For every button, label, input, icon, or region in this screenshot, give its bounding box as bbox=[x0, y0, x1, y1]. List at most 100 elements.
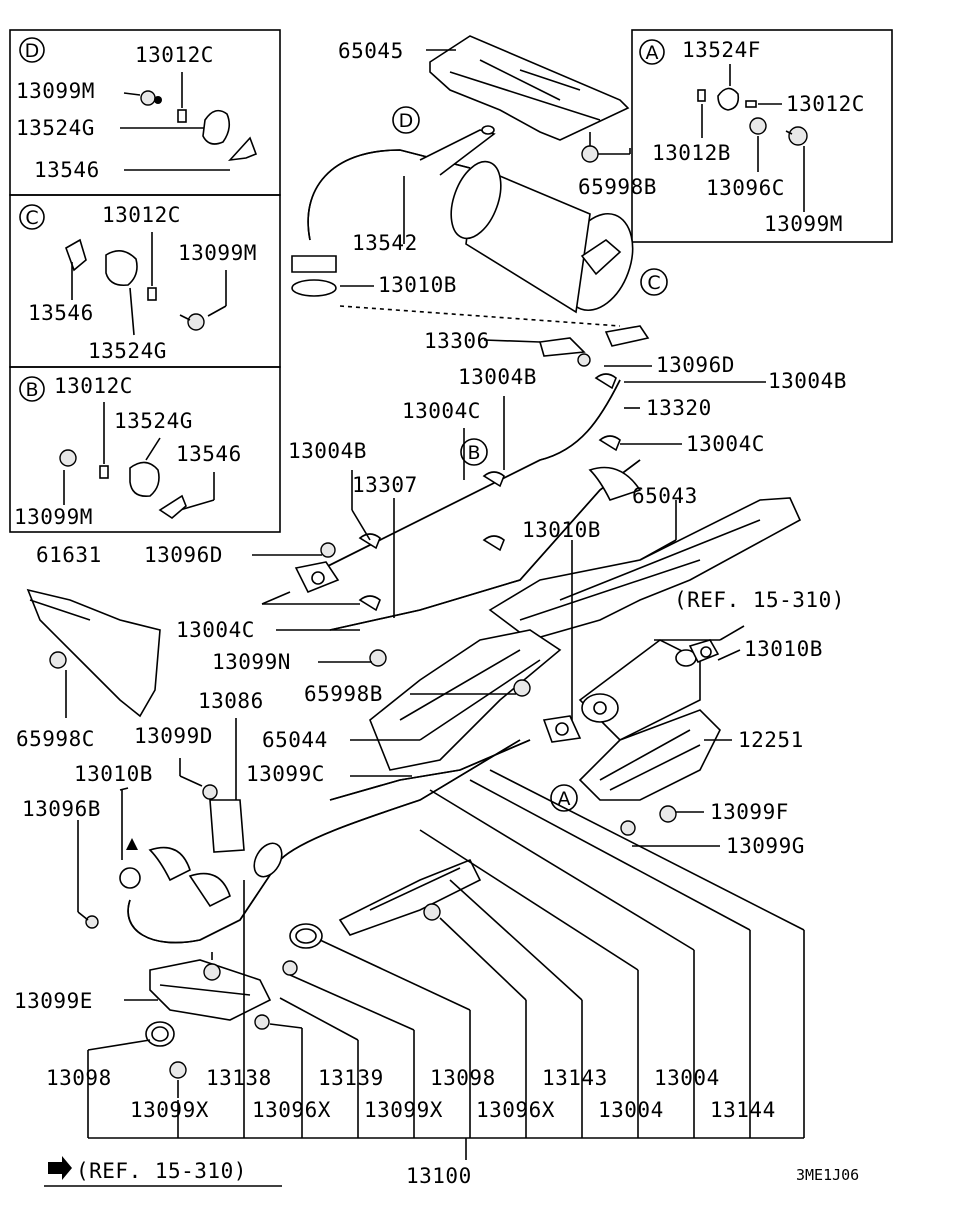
callout-labels: 65045 65998B 13542 13010B 13306 13096D 1… bbox=[14, 39, 847, 1013]
assembly-bracket bbox=[44, 769, 805, 1187]
label-ref-bottom: (REF. 15-310) bbox=[76, 1159, 247, 1183]
label-assembly-13100: 13100 bbox=[406, 1164, 472, 1188]
label-13144: 13144 bbox=[710, 1098, 776, 1122]
label-13099n: 13099N bbox=[212, 650, 291, 674]
detail-c-13524g: 13524G bbox=[88, 339, 167, 363]
hangers-13004 bbox=[358, 373, 621, 612]
label-ref-right: (REF. 15-310) bbox=[674, 588, 845, 612]
label-13004b-left: 13004B bbox=[288, 439, 367, 463]
pipe-center bbox=[329, 459, 642, 631]
label-12251: 12251 bbox=[738, 728, 804, 752]
arrow-right-icon bbox=[48, 1156, 72, 1180]
detail-box-c: C 13012C 13099M 13546 13524G bbox=[9, 194, 281, 368]
heat-shield-12251 bbox=[578, 709, 721, 801]
label-65998b-mid: 65998B bbox=[304, 682, 383, 706]
detail-a-13096c: 13096C bbox=[706, 176, 785, 200]
label-13096x-left: 13096X bbox=[252, 1098, 331, 1122]
detail-d-13546: 13546 bbox=[34, 158, 100, 182]
detail-c-13546: 13546 bbox=[28, 301, 94, 325]
heat-shield-65043 bbox=[488, 497, 802, 641]
detail-a-13099m: 13099M bbox=[764, 212, 843, 236]
label-13542: 13542 bbox=[352, 231, 418, 255]
label-13086: 13086 bbox=[198, 689, 264, 713]
detail-b-13524g: 13524G bbox=[114, 409, 193, 433]
label-13306: 13306 bbox=[424, 329, 490, 353]
heat-shield-65044 bbox=[369, 629, 562, 771]
heat-shield-13143 bbox=[338, 858, 482, 936]
detail-d-letter: D bbox=[25, 40, 40, 62]
small-parts bbox=[49, 353, 677, 1079]
detail-a-13012c: 13012C bbox=[786, 92, 865, 116]
label-13010b-left: 13010B bbox=[74, 762, 153, 786]
label-65044: 65044 bbox=[262, 728, 328, 752]
detail-a-letter: A bbox=[646, 42, 659, 64]
flange-13307 bbox=[294, 542, 340, 594]
svg-text:A: A bbox=[558, 788, 571, 810]
label-13098-mid: 13098 bbox=[430, 1066, 496, 1090]
label-13307: 13307 bbox=[352, 473, 418, 497]
label-13139: 13139 bbox=[318, 1066, 384, 1090]
label-13099g: 13099G bbox=[726, 834, 805, 858]
detail-c-13012c: 13012C bbox=[102, 203, 181, 227]
label-13010b-right: 13010B bbox=[744, 637, 823, 661]
detail-box-b: B 13012C 13524G 13546 13099M bbox=[9, 366, 281, 533]
label-13004b-mid: 13004B bbox=[458, 365, 537, 389]
svg-text:B: B bbox=[467, 442, 480, 464]
label-13099f: 13099F bbox=[710, 800, 789, 824]
bolt-65998b-top bbox=[581, 132, 631, 163]
converter-13138 bbox=[149, 959, 272, 1021]
marker-a: A bbox=[550, 784, 578, 812]
pipe-13320 bbox=[319, 325, 650, 571]
label-13143: 13143 bbox=[542, 1066, 608, 1090]
detail-b-13099m: 13099M bbox=[14, 505, 93, 529]
label-13096d-right: 13096D bbox=[656, 353, 735, 377]
arrow-up-icon bbox=[126, 838, 138, 850]
leader-lines bbox=[65, 176, 766, 1001]
label-13138: 13138 bbox=[206, 1066, 272, 1090]
label-13004b-right: 13004B bbox=[768, 369, 847, 393]
label-61631: 61631 bbox=[36, 543, 102, 567]
label-13098-left: 13098 bbox=[46, 1066, 112, 1090]
label-65998c: 65998C bbox=[16, 727, 95, 751]
label-13099x-left: 13099X bbox=[130, 1098, 209, 1122]
label-13004c-left: 13004C bbox=[176, 618, 255, 642]
label-13004c-mid: 13004C bbox=[402, 399, 481, 423]
gasket-center bbox=[542, 715, 582, 743]
detail-c-13099m: 13099M bbox=[178, 241, 257, 265]
detail-d-13012c: 13012C bbox=[135, 43, 214, 67]
diagram-code: 3ME1J06 bbox=[796, 1166, 859, 1184]
label-13099x-mid: 13099X bbox=[364, 1098, 443, 1122]
label-13099c: 13099C bbox=[246, 762, 325, 786]
bracket-13086 bbox=[209, 799, 245, 853]
detail-box-d: D 13012C 13099M 13524G 13546 bbox=[9, 29, 281, 196]
label-13004-mid: 13004 bbox=[598, 1098, 664, 1122]
label-65043: 65043 bbox=[632, 484, 698, 508]
detail-a-13012b: 13012B bbox=[652, 141, 731, 165]
label-13099e: 13099E bbox=[14, 989, 93, 1013]
label-13010b-mid: 13010B bbox=[522, 518, 601, 542]
label-65998b-top: 65998B bbox=[578, 175, 657, 199]
label-65045: 65045 bbox=[338, 39, 404, 63]
cover-61631 bbox=[26, 588, 161, 718]
marker-b: B bbox=[460, 438, 488, 466]
detail-d-13099m: 13099M bbox=[16, 79, 95, 103]
detail-d-13524g: 13524G bbox=[16, 116, 95, 140]
bottom-labels: 13098 13138 13139 13098 13143 13004 1309… bbox=[46, 1066, 859, 1188]
label-13010b-top: 13010B bbox=[378, 273, 457, 297]
muffler-13542 bbox=[307, 125, 634, 314]
label-13320: 13320 bbox=[646, 396, 712, 420]
detail-c-letter: C bbox=[25, 207, 38, 229]
detail-b-13012c: 13012C bbox=[54, 374, 133, 398]
heat-shield-65045 bbox=[426, 35, 630, 141]
label-13004-right: 13004 bbox=[654, 1066, 720, 1090]
marker-d: D bbox=[392, 106, 420, 134]
detail-b-13546: 13546 bbox=[176, 442, 242, 466]
label-13096x-mid: 13096X bbox=[476, 1098, 555, 1122]
catalytic-converter-ref bbox=[578, 639, 720, 741]
front-pipe bbox=[127, 739, 531, 944]
label-13099d: 13099D bbox=[134, 724, 213, 748]
label-13004c-right: 13004C bbox=[686, 432, 765, 456]
svg-text:C: C bbox=[647, 272, 660, 294]
clamp-13098 bbox=[145, 923, 323, 1047]
